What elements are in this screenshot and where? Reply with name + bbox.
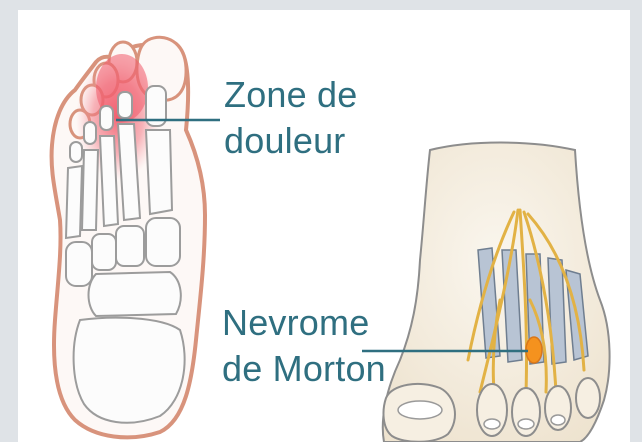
morton-neuroma-label: Nevrome de Morton [222,300,386,392]
morton-neuroma-label-line-2: de Morton [222,346,386,392]
pain-zone-label-line-2: douleur [224,118,358,164]
dorsal-foot-nerves-illustration [383,143,610,442]
morton-neuroma-label-line-1: Nevrome [222,300,386,346]
sole-foot-skeleton-illustration [52,37,205,437]
pain-zone-label-line-1: Zone de [224,72,358,118]
neuroma-marker [526,337,542,363]
pain-zone-label: Zone de douleur [224,72,358,164]
